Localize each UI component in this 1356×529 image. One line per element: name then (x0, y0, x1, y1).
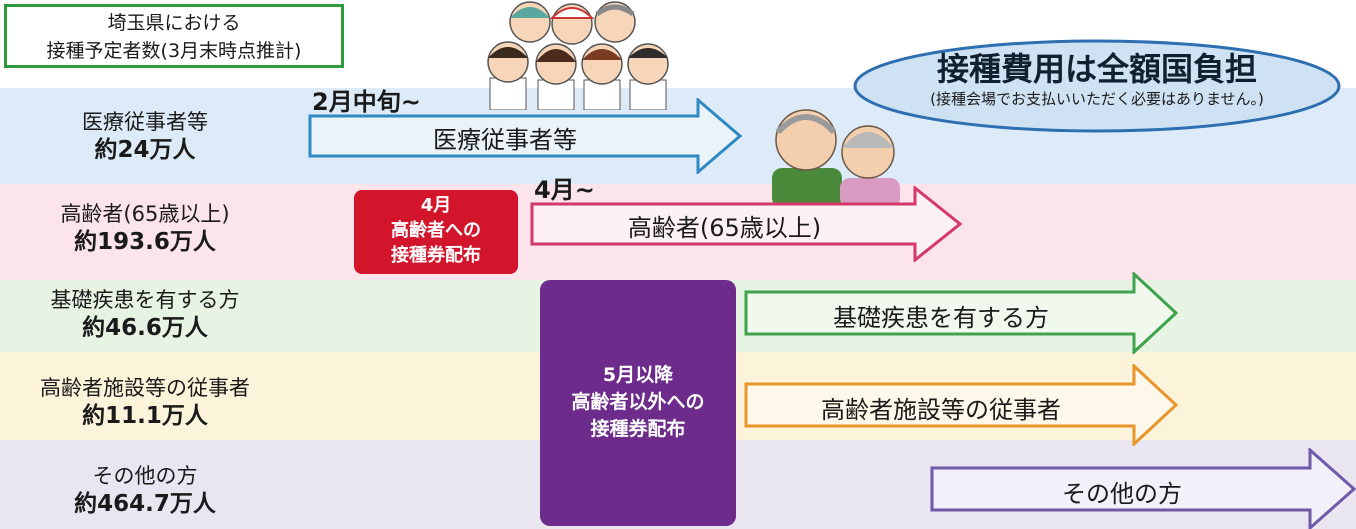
arrow-label-facility: 高齢者施設等の従事者 (821, 396, 1061, 424)
group-name-underlying: 基礎疾患を有する方 (50, 288, 240, 312)
elderly-voucher-box: 4月 高齢者への 接種券配布 (354, 190, 518, 274)
staff-front-row (487, 41, 669, 110)
arrow-elderly (530, 186, 963, 262)
arrow-facility (744, 364, 1179, 446)
elderly-couple-illustration (772, 109, 900, 208)
others-voucher-line-3: 接種券配布 (590, 418, 686, 440)
arrow-elderly-shape (530, 186, 963, 262)
arrow-facility-shape (744, 364, 1179, 446)
group-count-elderly: 約193.6万人 (74, 229, 216, 255)
group-label-facility: 高齢者施設等の従事者 約11.1万人 (0, 374, 290, 430)
header-line-2: 接種予定者数(3月末時点推計) (46, 40, 302, 62)
medical-staff-illustration (487, 1, 669, 110)
arrow-label-medical: 医療従事者等 (433, 126, 577, 154)
arrow-underlying-shape (744, 272, 1179, 354)
arrow-label-elderly: 高齢者(65歳以上) (627, 214, 822, 242)
group-name-elderly: 高齢者(65歳以上) (60, 202, 230, 226)
cost-note-title: 接種費用は全額国負担 (936, 50, 1257, 88)
cost-note-subtitle: (接種会場でお支払いいただく必要はありません。) (930, 90, 1264, 108)
start-label-medical: 2月中旬~ (312, 88, 421, 116)
header-line-1: 埼玉県における (107, 12, 241, 34)
others-voucher-line-1: 5月以降 (602, 364, 674, 386)
arrow-medical-shape (308, 98, 743, 174)
group-label-others: その他の方 約464.7万人 (0, 462, 290, 518)
group-label-medical: 医療従事者等 約24万人 (0, 108, 290, 164)
cost-note-ellipse-shape (853, 39, 1341, 133)
others-voucher-line-2: 高齢者以外への (571, 391, 705, 413)
staff-back-row (509, 1, 636, 45)
elderly-voucher-line-1: 4月 (420, 195, 452, 216)
elderly-voucher-line-2: 高齢者への (391, 220, 481, 241)
arrow-underlying (744, 272, 1179, 354)
group-count-medical: 約24万人 (94, 137, 196, 163)
arrow-others (930, 448, 1356, 529)
group-name-facility: 高齢者施設等の従事者 (40, 376, 250, 400)
start-label-elderly: 4月~ (534, 176, 595, 204)
cost-note-ellipse: 接種費用は全額国負担 (接種会場でお支払いいただく必要はありません。) (852, 38, 1342, 134)
elderly-voucher-line-3: 接種券配布 (391, 245, 481, 266)
arrow-medical (308, 98, 743, 174)
group-label-elderly: 高齢者(65歳以上) 約193.6万人 (0, 200, 290, 256)
group-count-underlying: 約46.6万人 (82, 315, 208, 341)
arrow-label-others: その他の方 (1062, 480, 1182, 508)
group-label-underlying: 基礎疾患を有する方 約46.6万人 (0, 286, 290, 342)
header-box: 埼玉県における 接種予定者数(3月末時点推計) (4, 4, 344, 68)
group-name-medical: 医療従事者等 (82, 110, 208, 134)
group-count-facility: 約11.1万人 (82, 403, 208, 429)
group-name-others: その他の方 (92, 464, 198, 488)
arrow-others-shape (930, 448, 1356, 529)
arrow-label-underlying: 基礎疾患を有する方 (833, 304, 1049, 332)
group-count-others: 約464.7万人 (74, 491, 216, 517)
others-voucher-box: 5月以降 高齢者以外への 接種券配布 (540, 280, 736, 526)
